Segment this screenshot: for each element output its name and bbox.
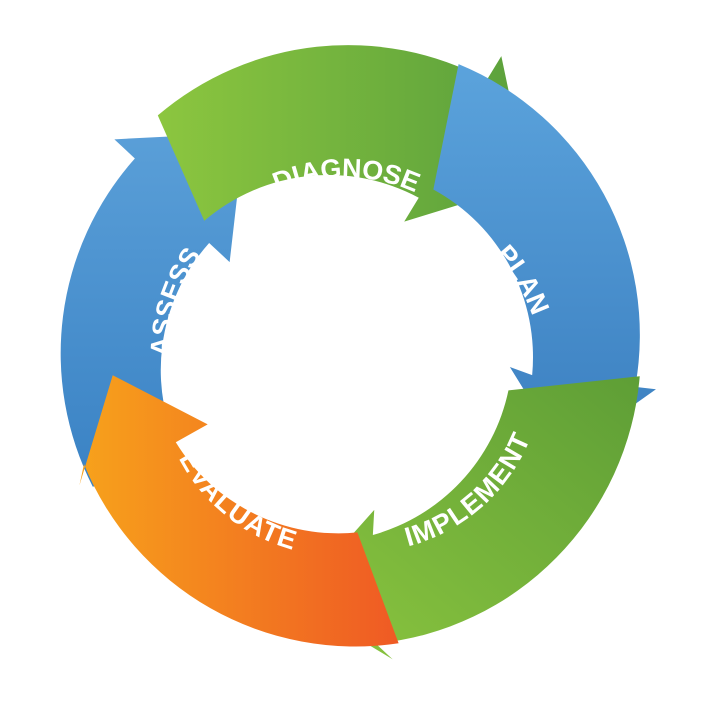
evaluate-arrow (79, 375, 399, 647)
implement-arrow (294, 376, 640, 660)
diagnose-arrow (157, 45, 529, 222)
plan-arrow (433, 64, 656, 455)
